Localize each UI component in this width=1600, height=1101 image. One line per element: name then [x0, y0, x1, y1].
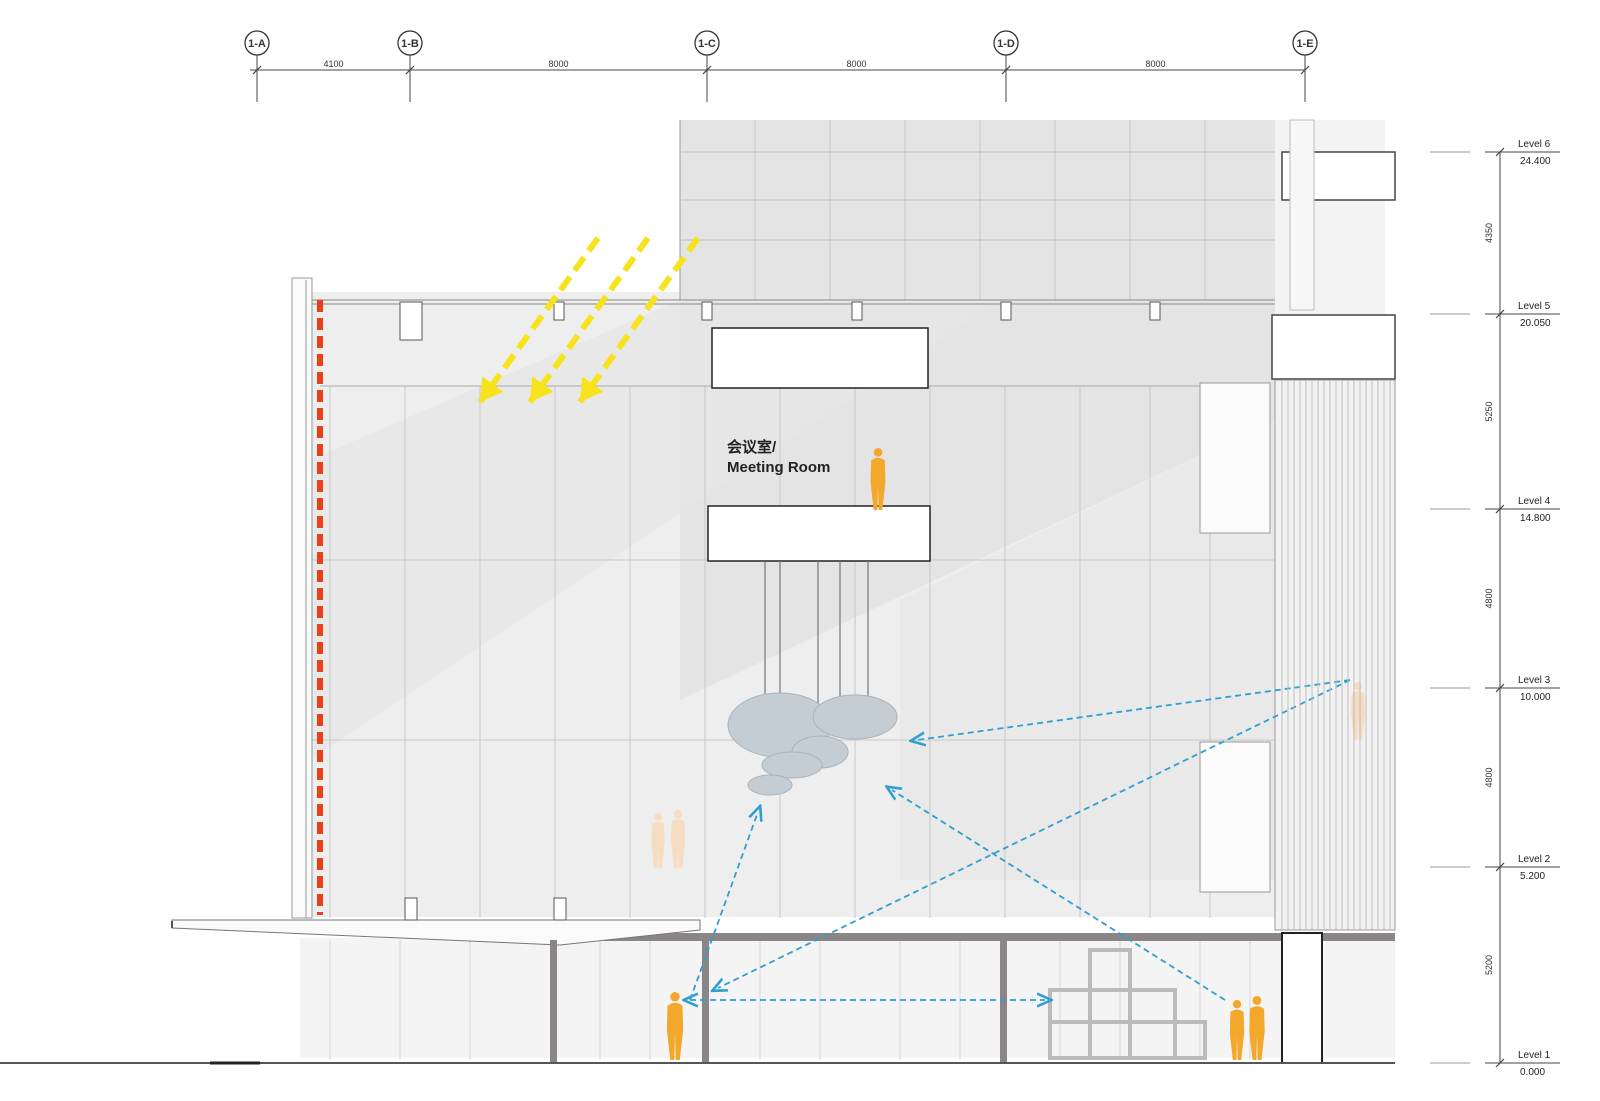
- grid-spacing-label: 8000: [548, 59, 568, 69]
- view-arrow-2: [718, 679, 1351, 988]
- level-height-label: 4350: [1484, 223, 1494, 243]
- room-label-en: Meeting Room: [727, 459, 830, 476]
- meeting-room-floor: [707, 505, 931, 562]
- level-marker-2: Level 5 20.050: [1430, 301, 1560, 329]
- grid-axes: 1-A 1-B 1-C 1-D 1-E: [244, 30, 1318, 102]
- shade-band-right: [900, 420, 1275, 880]
- left-facade-column: [291, 277, 313, 919]
- grid-spacing-label: 8000: [846, 59, 866, 69]
- level-elevation: 14.800: [1520, 513, 1551, 524]
- level-name: Level 4: [1518, 496, 1551, 507]
- level-height-label: 5250: [1484, 401, 1494, 421]
- meeting-room-roof: [711, 327, 929, 389]
- level-elevation: 10.000: [1520, 692, 1551, 703]
- level-marker-6: Level 1 0.000: [1430, 1050, 1560, 1078]
- grid-axis-1-C: 1-C: [694, 30, 720, 102]
- level-elevation: 24.400: [1520, 156, 1551, 167]
- sun-arrow-3: [577, 236, 701, 404]
- ceiling-fixtures: [399, 301, 1161, 921]
- sun-arrow-head-3: [580, 376, 604, 402]
- ground-column-4: [1281, 932, 1323, 1064]
- grid-axis-label: 1-E: [1296, 38, 1313, 50]
- level-dimensions: 4350 5250 4800 4800 5200: [1484, 223, 1494, 975]
- level-name: Level 5: [1518, 301, 1551, 312]
- sun-arrow-2: [527, 236, 651, 404]
- cloud-sculpture: [727, 692, 898, 796]
- person-ground-left: [1229, 1000, 1245, 1060]
- grid-axis-label: 1-D: [997, 38, 1015, 50]
- grid-axis-1-A: 1-A: [244, 30, 270, 102]
- level-elevation: 0.000: [1520, 1067, 1545, 1078]
- person-meeting-room: [870, 448, 886, 510]
- level-2-slab: [560, 933, 1395, 941]
- level-elevation: 20.050: [1520, 318, 1551, 329]
- person-faded-right: [671, 810, 685, 868]
- level-marker-4: Level 3 10.000: [1430, 675, 1560, 703]
- core-texture: [1289, 119, 1315, 311]
- grid-spacing-label: 8000: [1145, 59, 1165, 69]
- level-name: Level 6: [1518, 139, 1551, 150]
- grid-axis-label: 1-B: [401, 38, 419, 50]
- view-line-arrows: [689, 679, 1351, 1001]
- view-arrow-3: [892, 790, 1226, 1001]
- level-marker-3: Level 4 14.800: [1430, 496, 1560, 524]
- sun-arrow-head-2: [530, 376, 554, 402]
- grid-axis-1-D: 1-D: [993, 30, 1019, 102]
- level-marker-5: Level 2 5.200: [1430, 854, 1560, 882]
- view-arrow-5: [689, 812, 758, 1001]
- room-label-cn: 会议室/: [727, 438, 777, 456]
- grid-axis-label: 1-C: [698, 38, 716, 50]
- person-ground-walking: [666, 992, 684, 1060]
- ground-column-3: [1000, 940, 1007, 1062]
- ground-lattice-frame: [1048, 948, 1207, 1060]
- shade-band-lower: [310, 300, 1000, 760]
- grid-axis-1-B: 1-B: [397, 30, 423, 102]
- sun-arrow-1: [477, 236, 601, 404]
- sunlight-arrows: [477, 236, 701, 404]
- level-height-label: 5200: [1484, 955, 1494, 975]
- people-silhouettes: [651, 448, 1365, 1060]
- level-height-label: 4800: [1484, 588, 1494, 608]
- core-balcony-lower: [1199, 741, 1271, 893]
- grid-axis-label: 1-A: [248, 38, 266, 50]
- core-louvre-wall: [1274, 379, 1396, 931]
- level-name: Level 3: [1518, 675, 1551, 686]
- sun-arrow-head-1: [480, 376, 504, 402]
- level-height-label: 4800: [1484, 767, 1494, 787]
- person-ground-right: [1249, 996, 1265, 1060]
- person-faded-left: [651, 813, 665, 868]
- view-arrow-1: [917, 679, 1351, 740]
- level-name: Level 2: [1518, 854, 1551, 865]
- core-balcony-upper: [1199, 382, 1271, 534]
- level-marker-1: Level 6 24.400: [1430, 139, 1560, 167]
- grid-axis-1-E: 1-E: [1292, 30, 1318, 102]
- level-name: Level 1: [1518, 1050, 1551, 1061]
- core-panel-level-5: [1271, 314, 1396, 380]
- ground-column-1: [550, 940, 557, 1062]
- grid-spacing-label: 4100: [323, 59, 343, 69]
- grid-dimensions: 4100 8000 8000 8000: [323, 59, 1165, 69]
- level-elevation: 5.200: [1520, 871, 1545, 882]
